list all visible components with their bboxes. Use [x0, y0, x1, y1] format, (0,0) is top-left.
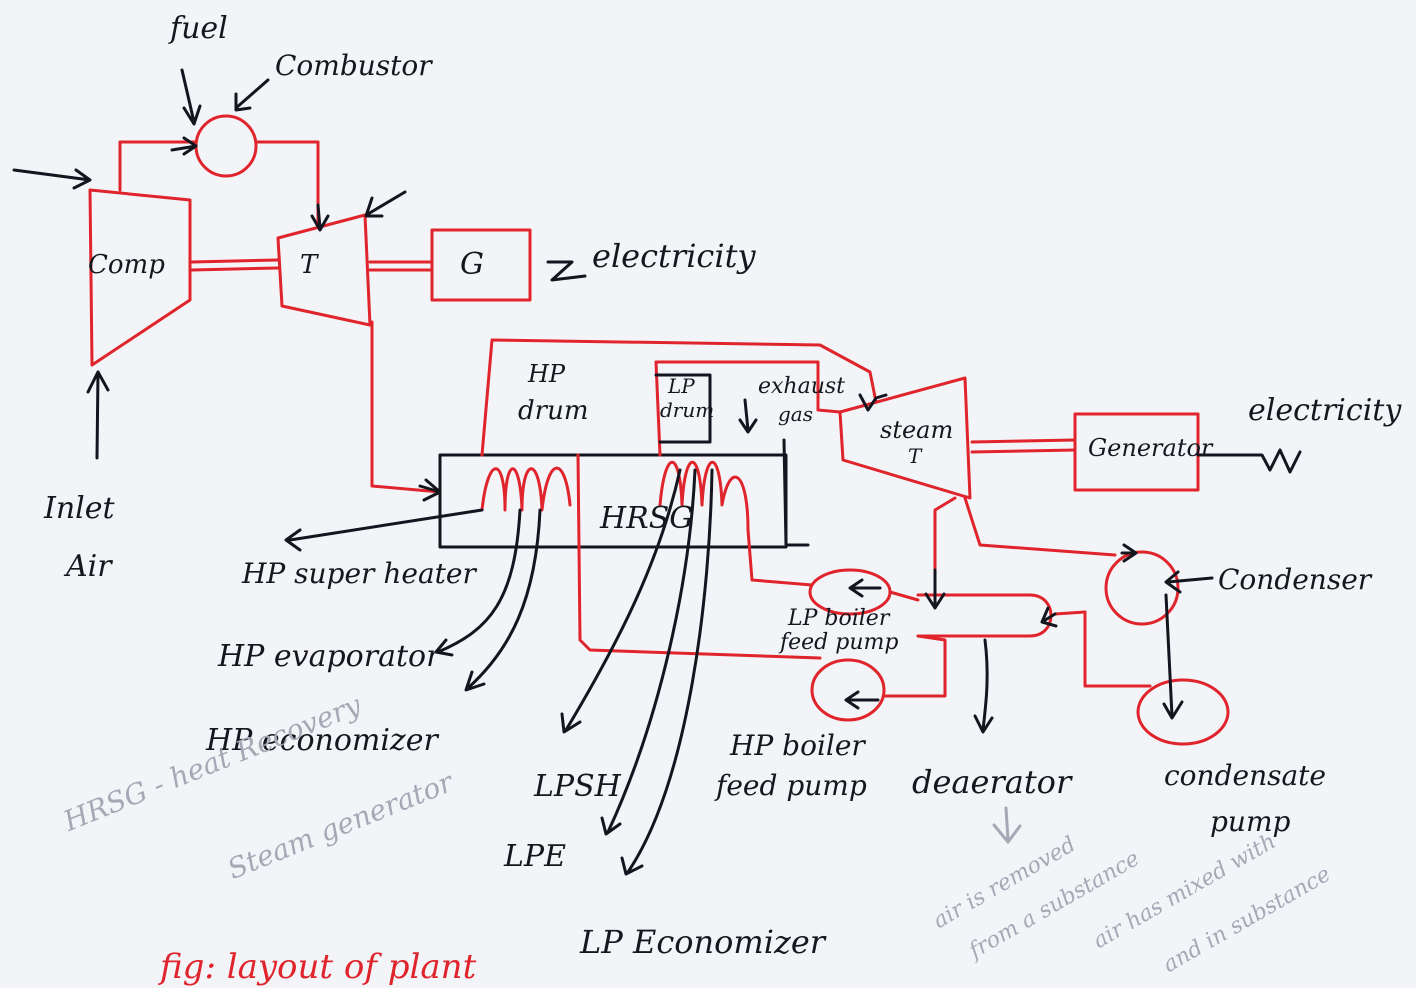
combustor-to-turbine-line: [254, 140, 320, 227]
lp-coils: [658, 460, 750, 532]
lp-sh-label: LPSH: [534, 769, 621, 804]
turbine-inlet-arrow: [310, 203, 330, 232]
lp-e-arrow-1: [600, 468, 697, 836]
lp-pump-arrow: [848, 578, 882, 598]
hp-boiler-feed-pump: [810, 658, 886, 722]
lp-e-label: LPE: [504, 839, 567, 874]
hp-superheater-arrow: [284, 508, 484, 552]
gas-turbine-group: [88, 114, 532, 494]
exhaust-gas-stack: [782, 438, 810, 547]
condensate-pump-label-1: condensate: [1164, 759, 1326, 792]
steam-generator-label: Generator: [1088, 434, 1213, 462]
inlet-air-arrow: [86, 370, 110, 460]
steam-turbine-shape: [838, 376, 972, 500]
hrsg-group: [438, 338, 878, 660]
deaerator-pointer: [973, 638, 994, 734]
hrsg-inlet-arrow: [418, 478, 442, 502]
condenser-pointer: [1164, 570, 1214, 594]
lp-e-arrow-2: [620, 468, 714, 876]
electricity-2-squiggle: [1196, 448, 1302, 474]
lp-drum-box: [654, 373, 712, 444]
figure-caption: fig: layout of plant: [160, 947, 477, 987]
shaft-steam-gen: [970, 438, 1077, 454]
deaerator-return-arrow: [1040, 606, 1058, 628]
deaerator-note-arrow: [992, 806, 1022, 844]
fuel-arrow: [180, 68, 202, 126]
compressor-top-line: [118, 140, 197, 192]
hp-superheater-label: HP super heater: [242, 557, 476, 590]
hp-boiler-feed-pump-label-2: feed pump: [716, 769, 867, 802]
combustor-pointer: [234, 78, 270, 112]
exhaust-gas-label-1: exhaust: [758, 374, 846, 399]
deaerator-label: deaerator: [912, 763, 1072, 801]
condensate-pump-circle: [1136, 678, 1230, 746]
condenser-circle: [1104, 550, 1180, 626]
lp-economizer-label: LP Economizer: [580, 923, 826, 961]
hp-drum-label-2: drum: [518, 396, 589, 426]
deaerator-inlet-arrow: [924, 568, 946, 610]
steam-inlet-pointer: [858, 393, 888, 412]
gas-turbine-shape: [276, 213, 372, 327]
lp-drum-loop: [654, 360, 842, 457]
hp-economizer-label: HP economizer: [206, 723, 438, 758]
small-generator-box: [430, 228, 532, 302]
lp-sh-arrow: [560, 468, 682, 734]
exhaust-to-hrsg-line: [370, 320, 442, 494]
lp-drum-label-2: drum: [660, 398, 715, 422]
hp-pump-arrow: [844, 690, 880, 710]
steam-generator-box: [1073, 412, 1200, 492]
hp-coils: [480, 466, 572, 512]
exhaust-gas-pointer: [738, 398, 758, 434]
small-generator-label: G: [460, 247, 484, 282]
compressor-label: Comp: [88, 250, 165, 280]
hp-evaporator-arrow: [434, 508, 522, 657]
condenser-label: Condenser: [1218, 563, 1372, 596]
lp-economizer-red-line: [576, 453, 822, 660]
electricity-1-label: electricity: [592, 237, 756, 275]
lp-feed-line: [746, 528, 814, 587]
compressor-shape: [88, 188, 192, 367]
turbine-exhaust-arrow: [364, 190, 407, 218]
inlet-label: Inlet: [44, 491, 115, 526]
deaerator-to-hp-pump: [882, 634, 947, 698]
turbine-to-deaerator: [933, 496, 957, 582]
combustor-label: Combustor: [275, 49, 432, 82]
fuel-to-combustor-arrow: [170, 136, 198, 156]
pump-to-deaerator-line: [1053, 610, 1087, 616]
gas-turbine-label: T: [300, 250, 318, 280]
hp-economizer-arrow: [464, 508, 542, 692]
air-label: Air: [66, 549, 112, 584]
lp-boiler-feed-pump-label-2: feed pump: [780, 630, 899, 655]
shaft-comp-turbine: [190, 258, 280, 272]
air-in-arrow: [12, 168, 92, 190]
deaerator-to-lp-pump: [888, 590, 920, 602]
condenser-inlet-arrow: [1120, 543, 1138, 563]
lp-drum-label-1: LP: [668, 374, 695, 398]
condenser-to-pump-arrow: [1162, 593, 1184, 720]
steam-turbine-label-2: T: [908, 444, 922, 468]
steam-cycle-group: [808, 376, 1230, 746]
condensate-pump-label-2: pump: [1210, 805, 1291, 838]
pointer-arrows: [12, 68, 1302, 876]
lp-boiler-feed-pump-label-1: LP boiler: [788, 606, 890, 631]
shaft-turbine-gen: [368, 260, 434, 272]
combustor-circle: [194, 114, 258, 178]
hp-drum-loop: [480, 338, 878, 457]
exhaust-gas-label-2: gas: [778, 402, 813, 426]
fuel-label: fuel: [170, 11, 228, 46]
hp-boiler-feed-pump-label-1: HP boiler: [730, 729, 865, 762]
hp-evaporator-label: HP evaporator: [218, 639, 441, 674]
condenser-to-pump-line: [1083, 610, 1152, 688]
turbine-to-condenser: [963, 496, 1117, 557]
hp-drum-label-1: HP: [528, 360, 566, 388]
electricity-1-squiggle: [546, 260, 587, 282]
hrsg-label: HRSG: [600, 501, 694, 536]
electricity-2-label: electricity: [1248, 393, 1402, 428]
steam-turbine-label-1: steam: [880, 416, 954, 444]
